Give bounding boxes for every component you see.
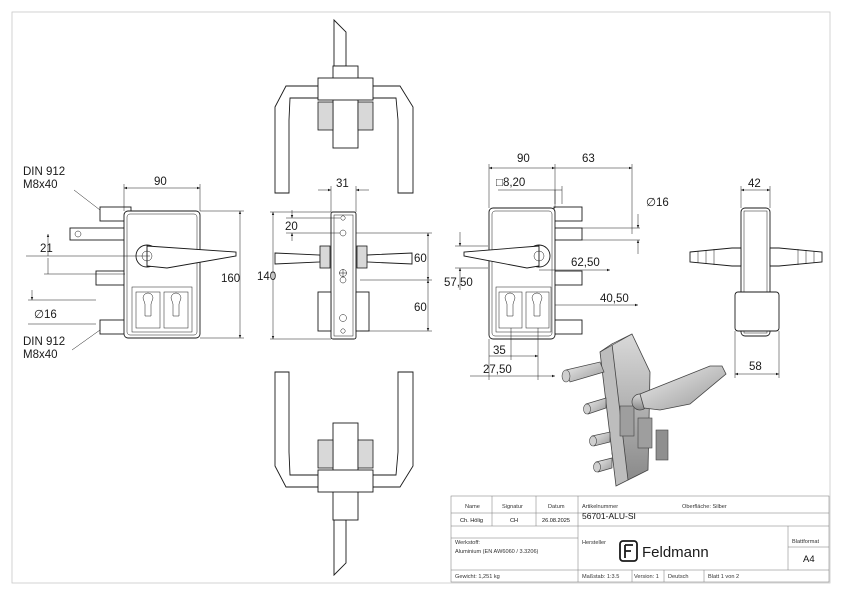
dim-right-27-50: 27,50 xyxy=(483,364,512,376)
tb-oberflaeche: Oberfläche: Silber xyxy=(682,504,727,510)
feldmann-logo-icon xyxy=(619,540,638,562)
dim-left-90: 90 xyxy=(154,176,167,188)
dim-mid-140: 140 xyxy=(257,271,276,283)
tb-hersteller-label: Hersteller xyxy=(582,540,606,546)
dim-mid-60-bottom: 60 xyxy=(414,302,427,314)
tb-massstab: Maßstab: 1:3.5 xyxy=(582,574,619,580)
tb-werkstoff-label: Werkstoff: xyxy=(455,540,480,546)
dim-mid-60-top: 60 xyxy=(414,253,427,265)
dimension-labels: DIN 912 M8x40 90 21 160 ∅16 DIN 912 M8x4… xyxy=(23,153,762,376)
side-view xyxy=(689,207,823,337)
dim-right-57-50: 57,50 xyxy=(444,277,473,289)
tb-hdr-datum: Datum xyxy=(548,504,565,510)
dim-right-dia16: ∅16 xyxy=(646,197,669,209)
tb-blattformat: A4 xyxy=(803,554,815,565)
left-view xyxy=(69,206,237,339)
bottom-view xyxy=(274,371,414,577)
dim-side-58: 58 xyxy=(749,361,762,373)
dim-right-35: 35 xyxy=(493,345,506,357)
dim-din-top-2: M8x40 xyxy=(23,179,58,191)
tb-brand: Feldmann xyxy=(642,544,709,561)
dim-din-bottom-1: DIN 912 xyxy=(23,336,65,348)
sheet-border xyxy=(11,11,831,584)
tb-name: Ch. Hölig xyxy=(460,518,483,524)
tb-datum: 26.08.2025 xyxy=(542,518,570,524)
dim-mid-31: 31 xyxy=(336,178,349,190)
tb-werkstoff: Aluminium (EN AW6060 / 3.3206) xyxy=(455,549,539,555)
right-view xyxy=(463,206,583,340)
middle-view xyxy=(274,211,413,340)
dim-side-42: 42 xyxy=(748,178,761,190)
dimension-lines xyxy=(26,164,780,380)
tb-blattformat-label: Blattformat xyxy=(792,539,819,545)
dim-right-sq: □8,20 xyxy=(496,177,525,189)
dim-left-dia16: ∅16 xyxy=(34,309,57,321)
dim-left-160: 160 xyxy=(221,273,240,285)
tb-blatt: Blatt 1 von 2 xyxy=(708,574,739,580)
tb-hdr-signatur: Signatur xyxy=(502,504,523,510)
tb-hdr-name: Name xyxy=(465,504,480,510)
dim-right-90: 90 xyxy=(517,153,530,165)
dim-right-63: 63 xyxy=(582,153,595,165)
top-view xyxy=(274,18,414,194)
tb-signatur: CH xyxy=(510,518,518,524)
tb-version: Version: 1 xyxy=(634,574,659,580)
tb-gewicht: Gewicht: 1,251 kg xyxy=(455,574,500,580)
dim-din-top-1: DIN 912 xyxy=(23,166,65,178)
dim-left-21: 21 xyxy=(40,243,53,255)
dim-right-40-50: 40,50 xyxy=(600,293,629,305)
tb-artikel: 56701-ALU-SI xyxy=(582,511,636,521)
tb-sprache: Deutsch xyxy=(668,574,689,580)
dim-right-62-50: 62,50 xyxy=(571,257,600,269)
dim-din-bottom-2: M8x40 xyxy=(23,349,58,361)
isometric-3d-view xyxy=(561,333,727,487)
tb-artikel-label: Artikelnummer xyxy=(582,504,618,510)
title-block: Name Signatur Datum Ch. Hölig CH 26.08.2… xyxy=(450,495,830,583)
dim-mid-20: 20 xyxy=(285,221,298,233)
